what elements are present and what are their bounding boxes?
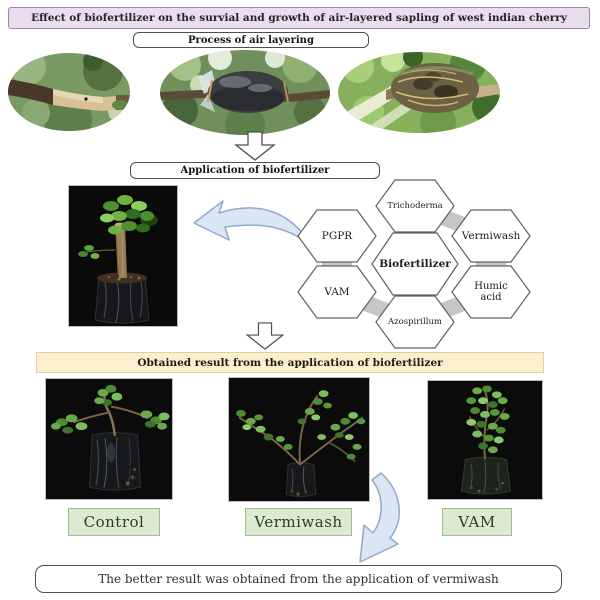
sapling-illustration <box>69 186 177 326</box>
wrapped-branch-illustration <box>160 50 330 135</box>
girdled-branch-illustration <box>8 53 130 131</box>
hexagon-vam: VAM <box>324 286 350 298</box>
hexagon-biofertilizer: Biofertilizer <box>379 258 451 270</box>
application-of-biofertilizer-box: Application of biofertilizer <box>130 162 380 179</box>
conclusion-box: The better result was obtained from the … <box>35 565 562 593</box>
photo-control-sapling <box>45 378 173 500</box>
vermiwash-label: Vermiwash <box>245 508 352 536</box>
photo-vermiwash-sapling <box>228 377 370 502</box>
vermiwash-sapling-illustration <box>229 378 369 501</box>
down-arrow-icon <box>245 322 285 350</box>
photo-vam-sapling <box>427 380 543 500</box>
photo-wrapped-branch <box>160 50 330 135</box>
down-arrow-icon <box>234 131 276 161</box>
vam-label: VAM <box>442 508 512 536</box>
hexagon-vermiwash: Vermiwash <box>461 230 521 242</box>
hexagon-pgpr: PGPR <box>321 230 353 242</box>
control-label: Control <box>68 508 160 536</box>
title-banner: Effect of biofertilizer on the survial a… <box>8 7 590 29</box>
hexagon-cluster-shapes <box>297 179 531 349</box>
hexagon-trichoderma: Trichoderma <box>387 201 443 211</box>
curved-down-arrow-icon <box>359 472 400 563</box>
hexagon-humic-acid: Humic acid <box>474 280 508 304</box>
process-of-air-layering-box: Process of air layering <box>133 32 369 48</box>
photo-sapling-in-polybag <box>68 185 178 327</box>
vam-sapling-illustration <box>428 381 542 499</box>
photo-rooted-air-layer <box>338 52 500 133</box>
hexagon-azospirillum: Azospirillum <box>387 317 442 327</box>
rooted-air-layer-illustration <box>338 52 500 133</box>
control-sapling-illustration <box>46 379 172 499</box>
biofertilizer-hexagon-cluster: Trichoderma PGPR Vermiwash Biofertilizer… <box>290 172 542 358</box>
photo-girdled-branch <box>8 53 130 131</box>
result-banner: Obtained result from the application of … <box>36 352 544 373</box>
